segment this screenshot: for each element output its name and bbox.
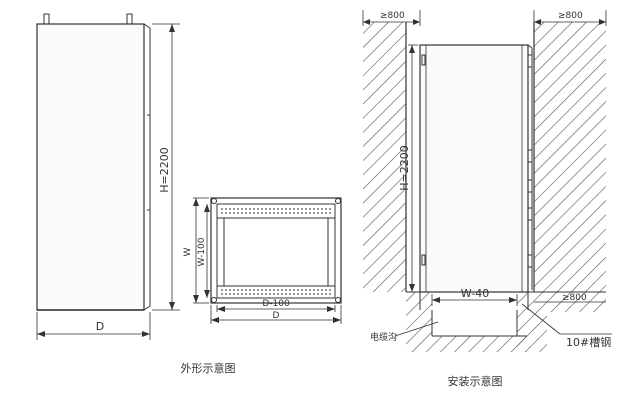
cabinet-front [36,23,145,311]
top-w-label: W [183,247,193,256]
base-width-label: W-40 [461,287,489,300]
lifting-eye-left [43,13,50,25]
top-w100-label: W-100 [197,237,207,266]
base-frame-outer [210,197,342,304]
outline-top-view: W W-100 D-100 D [183,197,342,324]
lifting-eye-right [126,13,133,25]
install-height-label: H=2200 [398,145,411,190]
outline-height-label: H=2200 [158,147,171,192]
outline-caption: 外形示意图 [181,361,236,375]
channel-steel-label: 10#槽钢 [566,336,611,349]
installation-view: ≥800 ≥800 H=2200 [362,10,612,352]
right-wall [534,22,606,292]
height-dimension: H=2200 [152,23,180,311]
top-d-label: D [273,311,280,321]
install-caption: 安装示意图 [448,374,503,388]
clearance-right-bottom-label: ≥800 [562,293,587,303]
outline-depth-label: D [96,320,104,333]
ground-left [406,292,432,352]
cable-trench-label: 电缆沟 [370,331,397,343]
ground-bottom [432,336,527,352]
depth-dimension: D [36,312,151,340]
top-d100-label: D-100 [262,299,290,309]
left-wall [363,22,406,292]
clearance-left-label: ≥800 [380,11,405,21]
installed-cabinet [419,44,529,293]
clearance-right-top-label: ≥800 [558,11,583,21]
outline-front-view: H=2200 D [36,13,180,340]
ground-right [517,292,547,352]
